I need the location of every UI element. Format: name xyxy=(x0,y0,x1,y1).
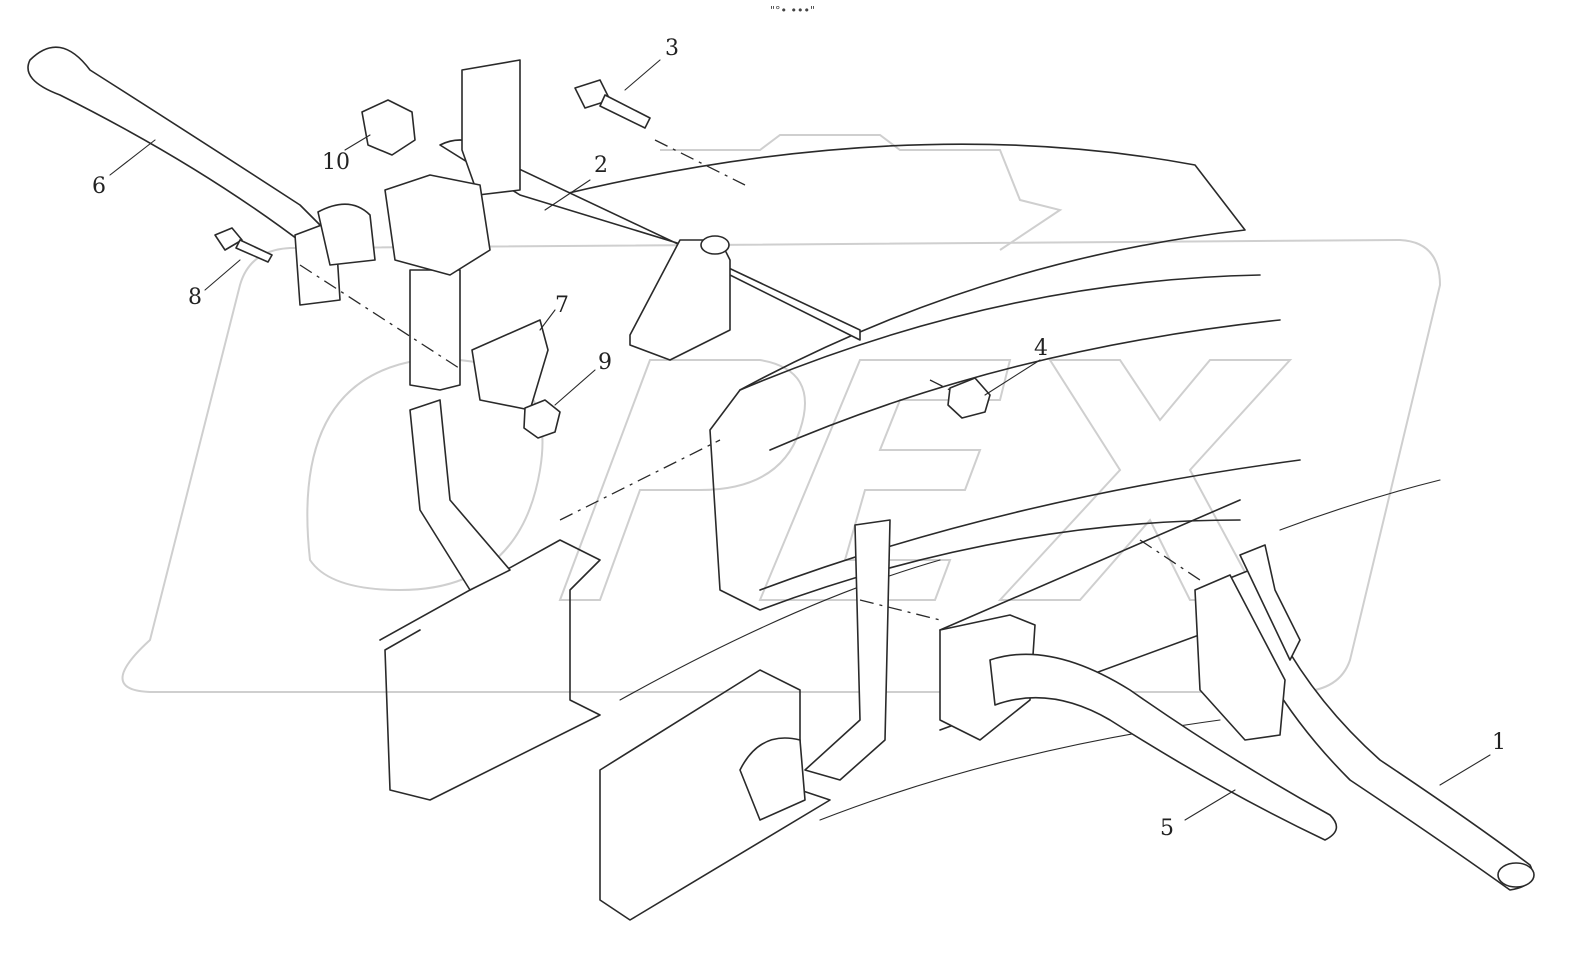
clamp-right xyxy=(939,614,1036,741)
mount-bracket-1-top xyxy=(1239,544,1301,661)
stabilizer-bar-5 xyxy=(989,653,1338,841)
callout-7: 7 xyxy=(555,293,569,318)
pipe-1-end xyxy=(1497,862,1535,888)
nut-9 xyxy=(523,399,561,439)
bolt-8 xyxy=(214,227,273,263)
leader-lines xyxy=(109,59,1491,821)
link-rod-lower xyxy=(409,399,511,591)
callout-2: 2 xyxy=(594,153,608,178)
bolt-3 xyxy=(574,79,651,129)
bracket-7 xyxy=(471,319,549,411)
link-rod-right xyxy=(804,519,891,781)
callout-5: 5 xyxy=(1160,816,1174,841)
callout-10: 10 xyxy=(322,150,350,175)
callout-9: 9 xyxy=(598,350,612,375)
callout-1: 1 xyxy=(1492,730,1506,755)
mount-bracket-1 xyxy=(1194,574,1286,741)
callout-4: 4 xyxy=(1034,336,1048,361)
crossmember-2 xyxy=(439,59,861,361)
link-rod-left xyxy=(409,269,461,391)
callout-8-label: 8 xyxy=(188,285,202,310)
callout-6: 6 xyxy=(92,174,106,199)
header-mark: "°• •••" xyxy=(770,4,816,17)
nut-10 xyxy=(361,99,416,156)
bushing-left xyxy=(317,203,376,266)
callout-3: 3 xyxy=(665,36,679,61)
center-lines xyxy=(299,139,1201,621)
stabilizer-bar-6 xyxy=(27,46,321,246)
nut-4 xyxy=(947,377,991,419)
bushing-clamp-upper xyxy=(384,174,491,276)
bushing-right-lower xyxy=(739,737,806,821)
